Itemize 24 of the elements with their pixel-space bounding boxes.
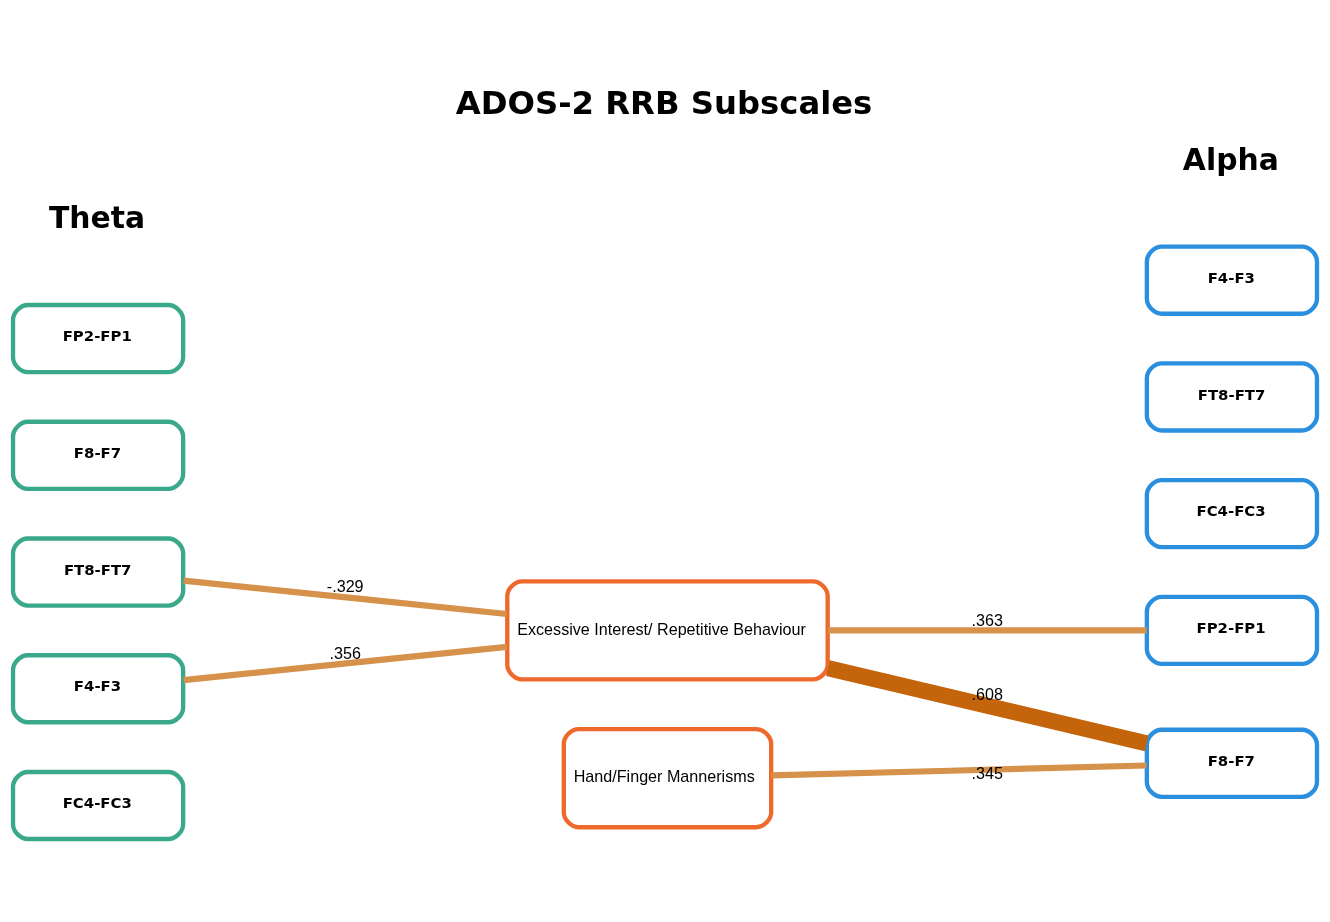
node-box: FP2-FP1: [1144, 594, 1320, 666]
edge-label: .356: [329, 643, 361, 662]
label: Theta: [49, 199, 146, 235]
node-box: FC4-FC3: [1144, 477, 1320, 549]
node-box: Hand/Finger Mannerisms: [561, 726, 774, 829]
label: Alpha: [1182, 141, 1279, 177]
node-box: FT8-FT7: [1144, 360, 1320, 433]
edge-label: -.329: [326, 576, 364, 595]
node-box: F8-F7: [10, 419, 186, 491]
node-box: FT8-FT7: [10, 535, 186, 608]
connector: [771, 761, 1147, 779]
node-box: F4-F3: [10, 652, 186, 724]
node-box: Excessive Interest/ Repetitive Behaviour: [505, 578, 830, 682]
node-box: FC4-FC3: [10, 769, 186, 841]
connector: [826, 659, 1149, 751]
diagram-title: ADOS-2 RRB Subscales: [455, 83, 873, 122]
node-box: F4-F3: [1144, 243, 1320, 316]
edge-label: .363: [971, 610, 1003, 629]
node-box: F8-F7: [1144, 727, 1320, 799]
connector: [183, 577, 508, 617]
node-box: FP2-FP1: [10, 302, 186, 374]
connector: [183, 643, 508, 683]
connector: [827, 626, 1147, 633]
edge-label: .345: [971, 763, 1003, 782]
